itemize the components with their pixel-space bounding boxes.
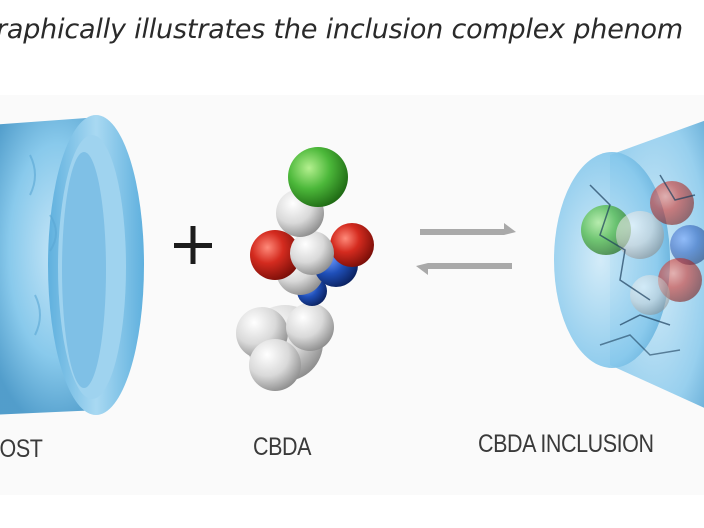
equilibrium-arrows-icon [416,223,516,275]
cbda-molecule [236,147,374,391]
caption-text: raphically illustrates the inclusion com… [0,14,683,45]
inclusion-complex [554,120,704,408]
host-cyclodextrin-cone [0,115,144,415]
cbda-inclusion-label: CBDA INCLUSION [478,430,654,458]
host-label: IOST [0,435,43,463]
figure-illustration [0,115,704,415]
cbda-label: CBDA [253,433,312,461]
inclusion-complex-figure: IOST CBDA CBDA INCLUSION [0,95,704,495]
plus-sign [174,226,212,264]
